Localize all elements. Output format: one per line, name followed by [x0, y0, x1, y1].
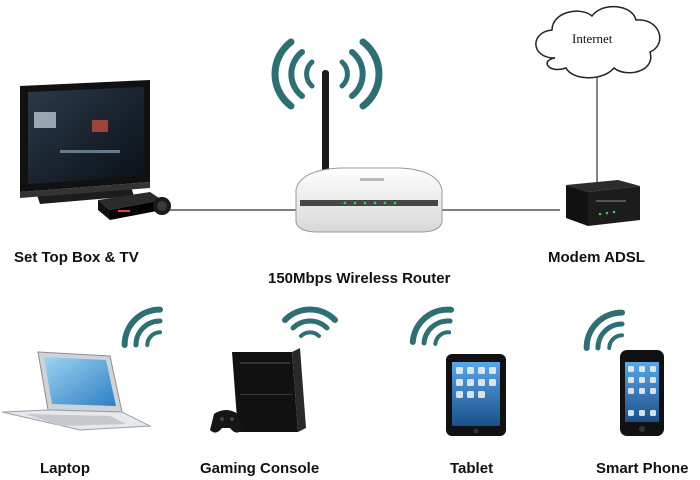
phone-label: Smart Phone	[596, 460, 689, 477]
gaming-console-icon	[210, 348, 306, 433]
tablet-icon	[446, 354, 506, 436]
laptop-label: Laptop	[40, 460, 90, 477]
tablet-wifi-icon	[409, 306, 455, 346]
phone-wifi-icon	[583, 309, 625, 351]
router-wifi-icon	[271, 38, 383, 110]
internet-cloud-icon	[535, 6, 661, 79]
console-label: Gaming Console	[200, 460, 320, 477]
internet-label: Internet	[572, 31, 613, 46]
router-label: 150Mbps Wireless Router	[268, 270, 451, 287]
wireless-router-icon	[295, 70, 443, 233]
tv-label: Set Top Box & TV	[14, 249, 139, 266]
console-wifi-icon	[282, 306, 338, 338]
tv-icon	[20, 80, 150, 204]
tablet-label: Tablet	[450, 460, 494, 477]
laptop-wifi-icon	[121, 306, 163, 348]
set-top-box-icon	[98, 192, 171, 220]
laptop-icon	[1, 351, 152, 431]
modem-label: Modem ADSL	[548, 249, 645, 266]
connection-lines	[170, 75, 598, 211]
modem-icon	[566, 180, 640, 226]
smart-phone-icon	[620, 350, 664, 436]
